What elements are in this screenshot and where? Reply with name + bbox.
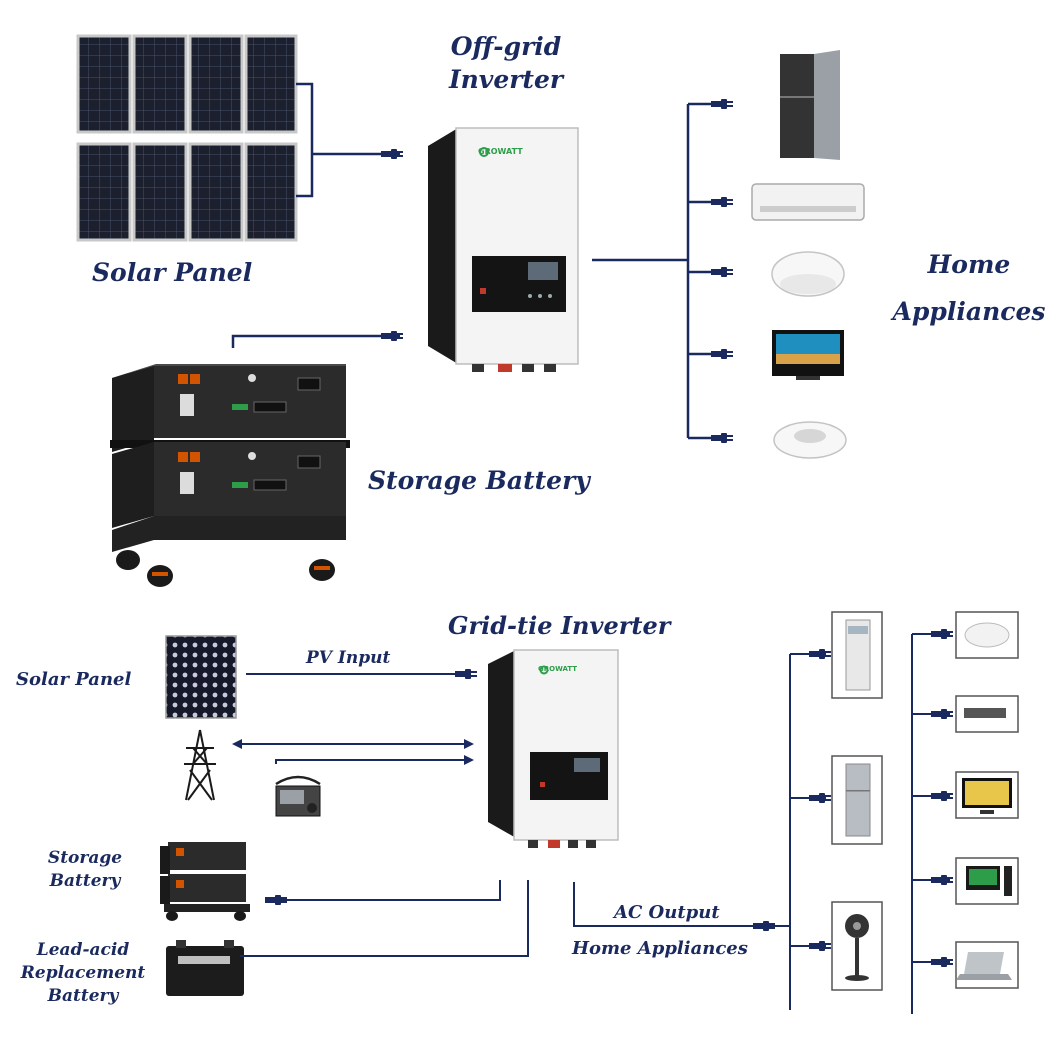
off-grid-inverter-title: Off-grid Inverter xyxy=(436,34,576,92)
off-grid-appliances xyxy=(751,50,865,459)
lead-acid-battery-line1: Lead-acid xyxy=(36,940,130,960)
laptop-icon xyxy=(955,941,1019,989)
grid-tie-solar-panel-label: Solar Panel xyxy=(16,669,132,690)
tv-small-icon xyxy=(955,771,1019,819)
electric-fan-icon xyxy=(831,901,883,991)
lead-acid-battery-line2: Replacement xyxy=(20,963,146,983)
ceiling-light-icon xyxy=(771,251,845,297)
off-grid-home-appliances-line1: Home xyxy=(927,250,1011,279)
ceiling-light-small-icon xyxy=(955,611,1019,659)
grid-tie-inverter xyxy=(488,649,619,848)
grid-tie-storage-battery-line2: Battery xyxy=(49,871,121,891)
off-grid-home-appliances-label: Home Appliances xyxy=(880,252,1058,324)
off-grid-inverter xyxy=(428,127,579,372)
off-grid-inverter-title-line1: Off-grid xyxy=(450,32,562,61)
grid-tie-inverter-title: Grid-tie Inverter xyxy=(448,611,671,640)
off-grid-home-appliances-line2: Appliances xyxy=(892,297,1046,326)
off-grid-wires xyxy=(231,82,712,440)
pv-input-label: PV Input xyxy=(306,648,391,668)
grid-tie-input-wires xyxy=(236,673,780,957)
grid-tie-small-appliances xyxy=(955,611,1019,989)
lead-acid-battery-line3: Battery xyxy=(47,986,119,1006)
off-grid-inverter-brand: GROWATT xyxy=(478,147,523,156)
off-grid-solar-panels xyxy=(76,34,298,242)
fridge-icon xyxy=(831,755,883,845)
off-grid-storage-battery-label: Storage Battery xyxy=(368,466,590,495)
generator-icon xyxy=(275,775,321,817)
grid-tie-solar-panel xyxy=(165,635,237,719)
off-grid-inverter-title-line2: Inverter xyxy=(448,65,564,94)
set-top-box-icon xyxy=(955,695,1019,733)
air-cooler-icon xyxy=(831,611,883,699)
air-conditioner-icon xyxy=(751,183,865,221)
desktop-computer-icon xyxy=(955,857,1019,905)
grid-tie-large-appliances xyxy=(831,611,883,991)
grid-tie-storage-battery-line1: Storage xyxy=(47,848,123,868)
television-icon xyxy=(772,330,844,380)
grid-tie-inverter-brand: GROWATT xyxy=(538,665,578,673)
round-ceiling-lamp-icon xyxy=(773,421,847,459)
solar-panel-row-bottom xyxy=(76,142,298,242)
ac-output-label: AC Output xyxy=(614,902,720,923)
solar-panel-row-top xyxy=(76,34,298,134)
lead-acid-battery-icon xyxy=(166,940,244,996)
power-pylon-icon xyxy=(184,729,216,801)
off-grid-storage-battery xyxy=(110,364,350,587)
refrigerator-icon xyxy=(780,50,840,160)
grid-tie-storage-battery-label: Storage Battery xyxy=(30,850,140,890)
grid-tie-arrows xyxy=(232,739,474,765)
grid-tie-home-appliances-label: Home Appliances xyxy=(572,938,748,959)
grid-tie-storage-battery xyxy=(160,842,250,921)
lead-acid-battery-label: Lead-acid Replacement Battery xyxy=(8,942,158,1005)
off-grid-solar-panel-label: Solar Panel xyxy=(92,258,253,287)
